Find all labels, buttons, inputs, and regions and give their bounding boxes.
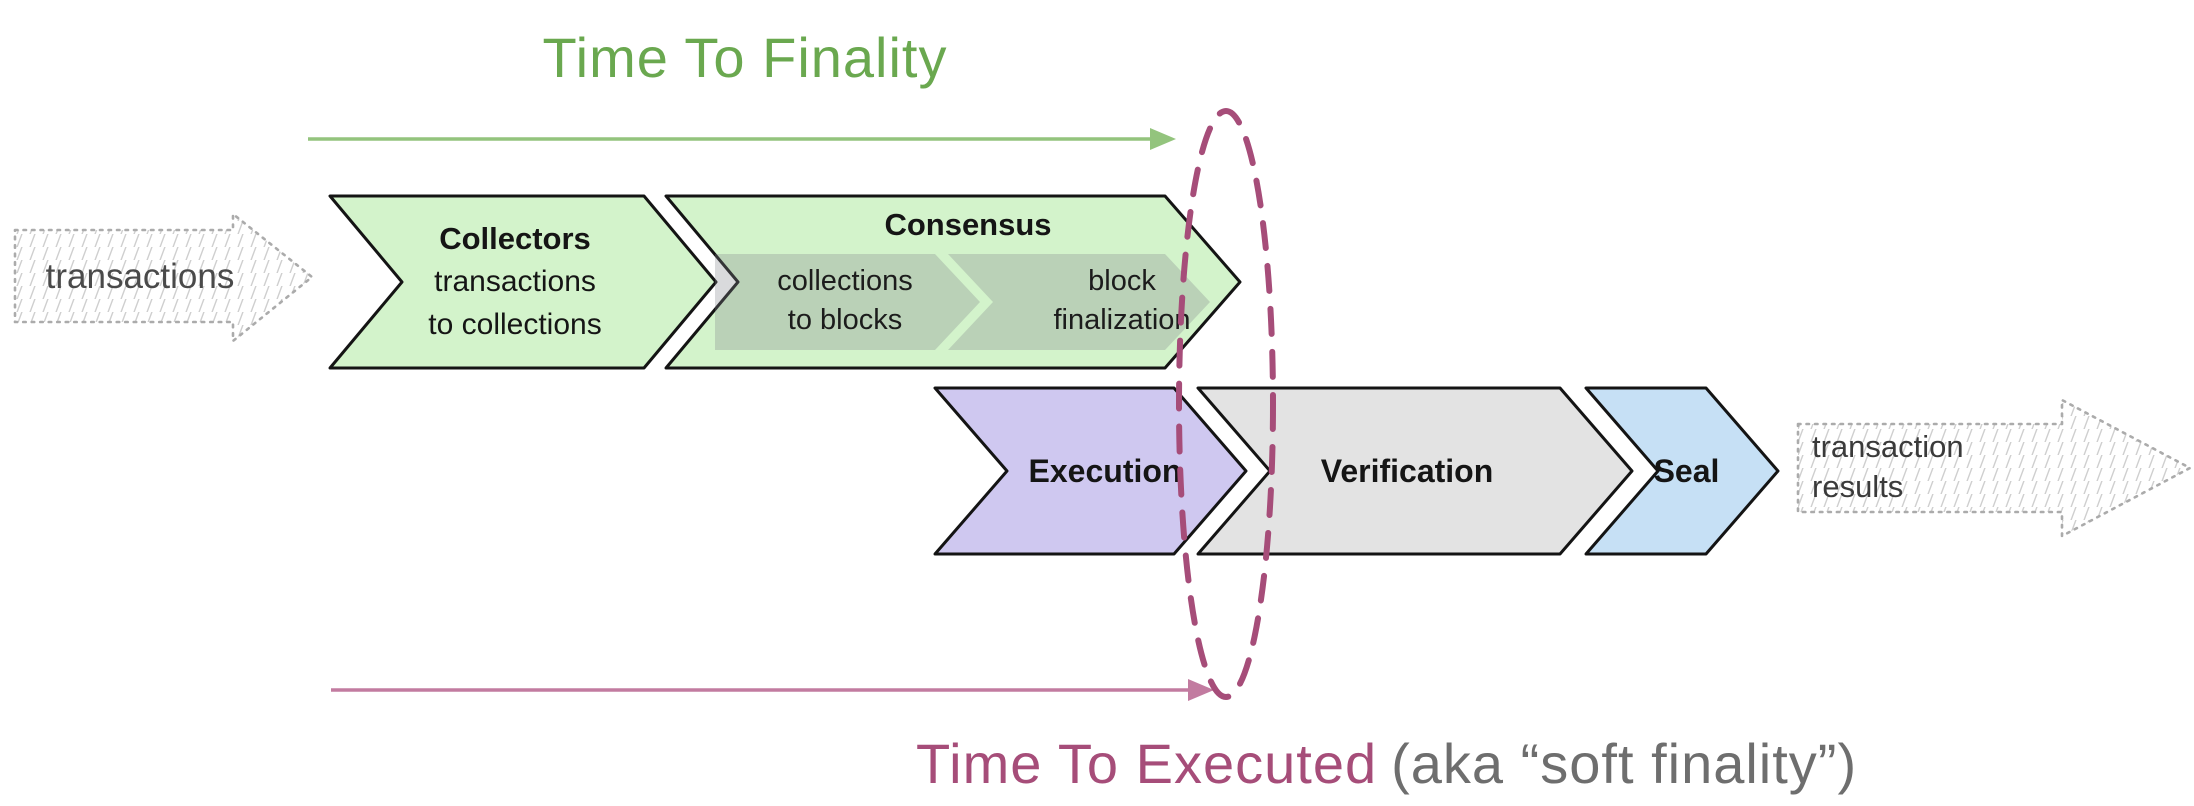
collectors-label: Collectors transactions to collections	[365, 198, 665, 366]
output-label: transaction results	[1812, 420, 2052, 514]
consensus-step-2-line1: block	[1088, 265, 1156, 298]
consensus-step-2-shape	[948, 254, 1210, 350]
consensus-step-2-label: block finalization	[997, 254, 1247, 348]
consensus-step-1-shape	[715, 254, 980, 350]
output-label-line1: transaction	[1812, 428, 1964, 464]
collectors-subtitle-line2: to collections	[428, 308, 602, 341]
collectors-title: Collectors	[439, 221, 591, 257]
output-label-line2: results	[1812, 469, 1904, 504]
collectors-subtitle-line1: transactions	[434, 265, 596, 299]
consensus-step-1-label: collections to blocks	[720, 254, 970, 348]
consensus-step-1-line2: to blocks	[787, 304, 903, 336]
finality-title: Time To Finality	[542, 26, 948, 90]
execution-label: Execution	[1028, 452, 1182, 489]
finality-arrowhead	[1150, 128, 1176, 150]
consensus-step-2-line2: finalization	[1053, 304, 1191, 336]
consensus-title: Consensus	[884, 207, 1052, 242]
input-label: transactions	[45, 257, 235, 297]
input-arrow-shape	[13, 212, 314, 343]
executed-title: Time To Executed (aka “soft finality”)	[916, 731, 1857, 797]
chevron-collectors-shape	[328, 194, 718, 370]
executed-arrowhead	[1188, 679, 1214, 701]
chevron-consensus-shape	[664, 194, 1242, 370]
consensus-step-1-line1: collections	[777, 265, 913, 298]
output-arrow-shape	[1796, 398, 2192, 538]
verification-label: Verification	[1320, 452, 1494, 489]
executed-title-main: Time To Executed	[916, 732, 1378, 796]
chevron-execution-shape	[933, 386, 1248, 556]
executed-title-suffix: (aka “soft finality”)	[1391, 732, 1858, 796]
seal-label: Seal	[1653, 452, 1720, 489]
chevron-seal-shape	[1584, 386, 1780, 556]
